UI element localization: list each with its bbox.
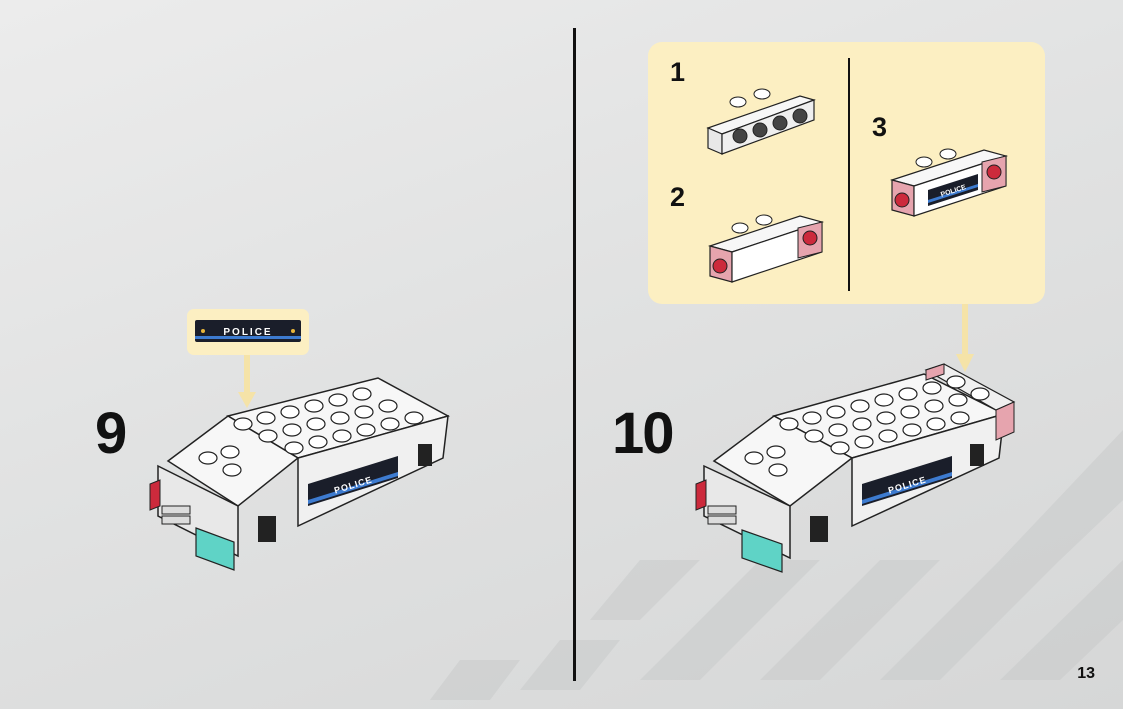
substep1-part (704, 78, 822, 158)
police-sticker-text: POLICE (223, 327, 272, 338)
step-divider (573, 28, 576, 681)
page-number: 13 (1077, 665, 1095, 683)
step-number-9: 9 (95, 405, 125, 463)
substep-number-2: 2 (670, 184, 685, 211)
substep-callout-panel: 1 2 3 POLICE (648, 42, 1045, 304)
substep-number-3: 3 (872, 114, 887, 141)
substep2-part (704, 202, 828, 286)
police-car-step10: POLICE (694, 354, 1024, 580)
substep-number-1: 1 (670, 59, 685, 86)
police-car-step9: POLICE (148, 366, 453, 576)
callout-divider (848, 58, 850, 291)
substep3-part: POLICE (886, 136, 1014, 222)
step-number-10: 10 (612, 405, 673, 463)
